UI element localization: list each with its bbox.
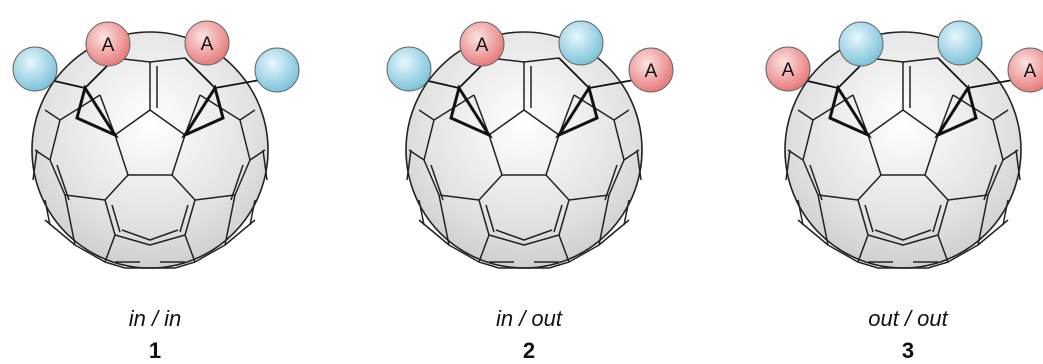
red-ball-icon [765, 46, 811, 92]
isomer-caption: in / out [495, 306, 563, 331]
blue-ball-icon [12, 46, 58, 92]
blue-ball-icon [937, 20, 983, 66]
red-ball-icon [628, 47, 674, 93]
acceptor-ball: A [85, 21, 131, 67]
fullerene-cage [32, 57, 268, 269]
blue-ball [254, 47, 300, 93]
red-ball-icon [459, 21, 505, 67]
acceptor-ball: A [765, 46, 811, 92]
fullerene-diagram: AA [386, 20, 674, 269]
blue-ball-icon [558, 20, 604, 66]
blue-ball-icon [386, 46, 432, 92]
acceptor-ball: A [459, 21, 505, 67]
cyclopropane-bridges [49, 57, 261, 139]
compound-number: 3 [901, 338, 915, 363]
blue-ball [386, 46, 432, 92]
ball-label-a: A [201, 34, 214, 55]
red-ball-icon [1007, 47, 1043, 93]
ball-label-a: A [1024, 61, 1037, 82]
blue-ball [558, 20, 604, 66]
red-ball-icon [85, 21, 131, 67]
ball-label-a: A [782, 60, 795, 81]
blue-ball [12, 46, 58, 92]
ball-label-a: A [476, 35, 489, 56]
acceptor-ball: A [184, 20, 230, 66]
fullerene-cage [785, 57, 1021, 269]
cyclopropane-bridges [423, 57, 635, 139]
ball-label-a: A [645, 61, 658, 82]
ball-label-a: A [102, 35, 115, 56]
isomer-caption: in / in [128, 306, 182, 331]
fullerene-cage [406, 57, 642, 269]
blue-ball-icon [254, 47, 300, 93]
red-ball-icon [184, 20, 230, 66]
blue-ball [937, 20, 983, 66]
compound-number: 1 [148, 338, 162, 363]
acceptor-ball: A [628, 47, 674, 93]
blue-ball [838, 21, 884, 67]
isomer-caption: out / out [868, 306, 948, 331]
blue-ball-icon [838, 21, 884, 67]
acceptor-ball: A [1007, 47, 1043, 93]
compound-number: 2 [522, 338, 536, 363]
